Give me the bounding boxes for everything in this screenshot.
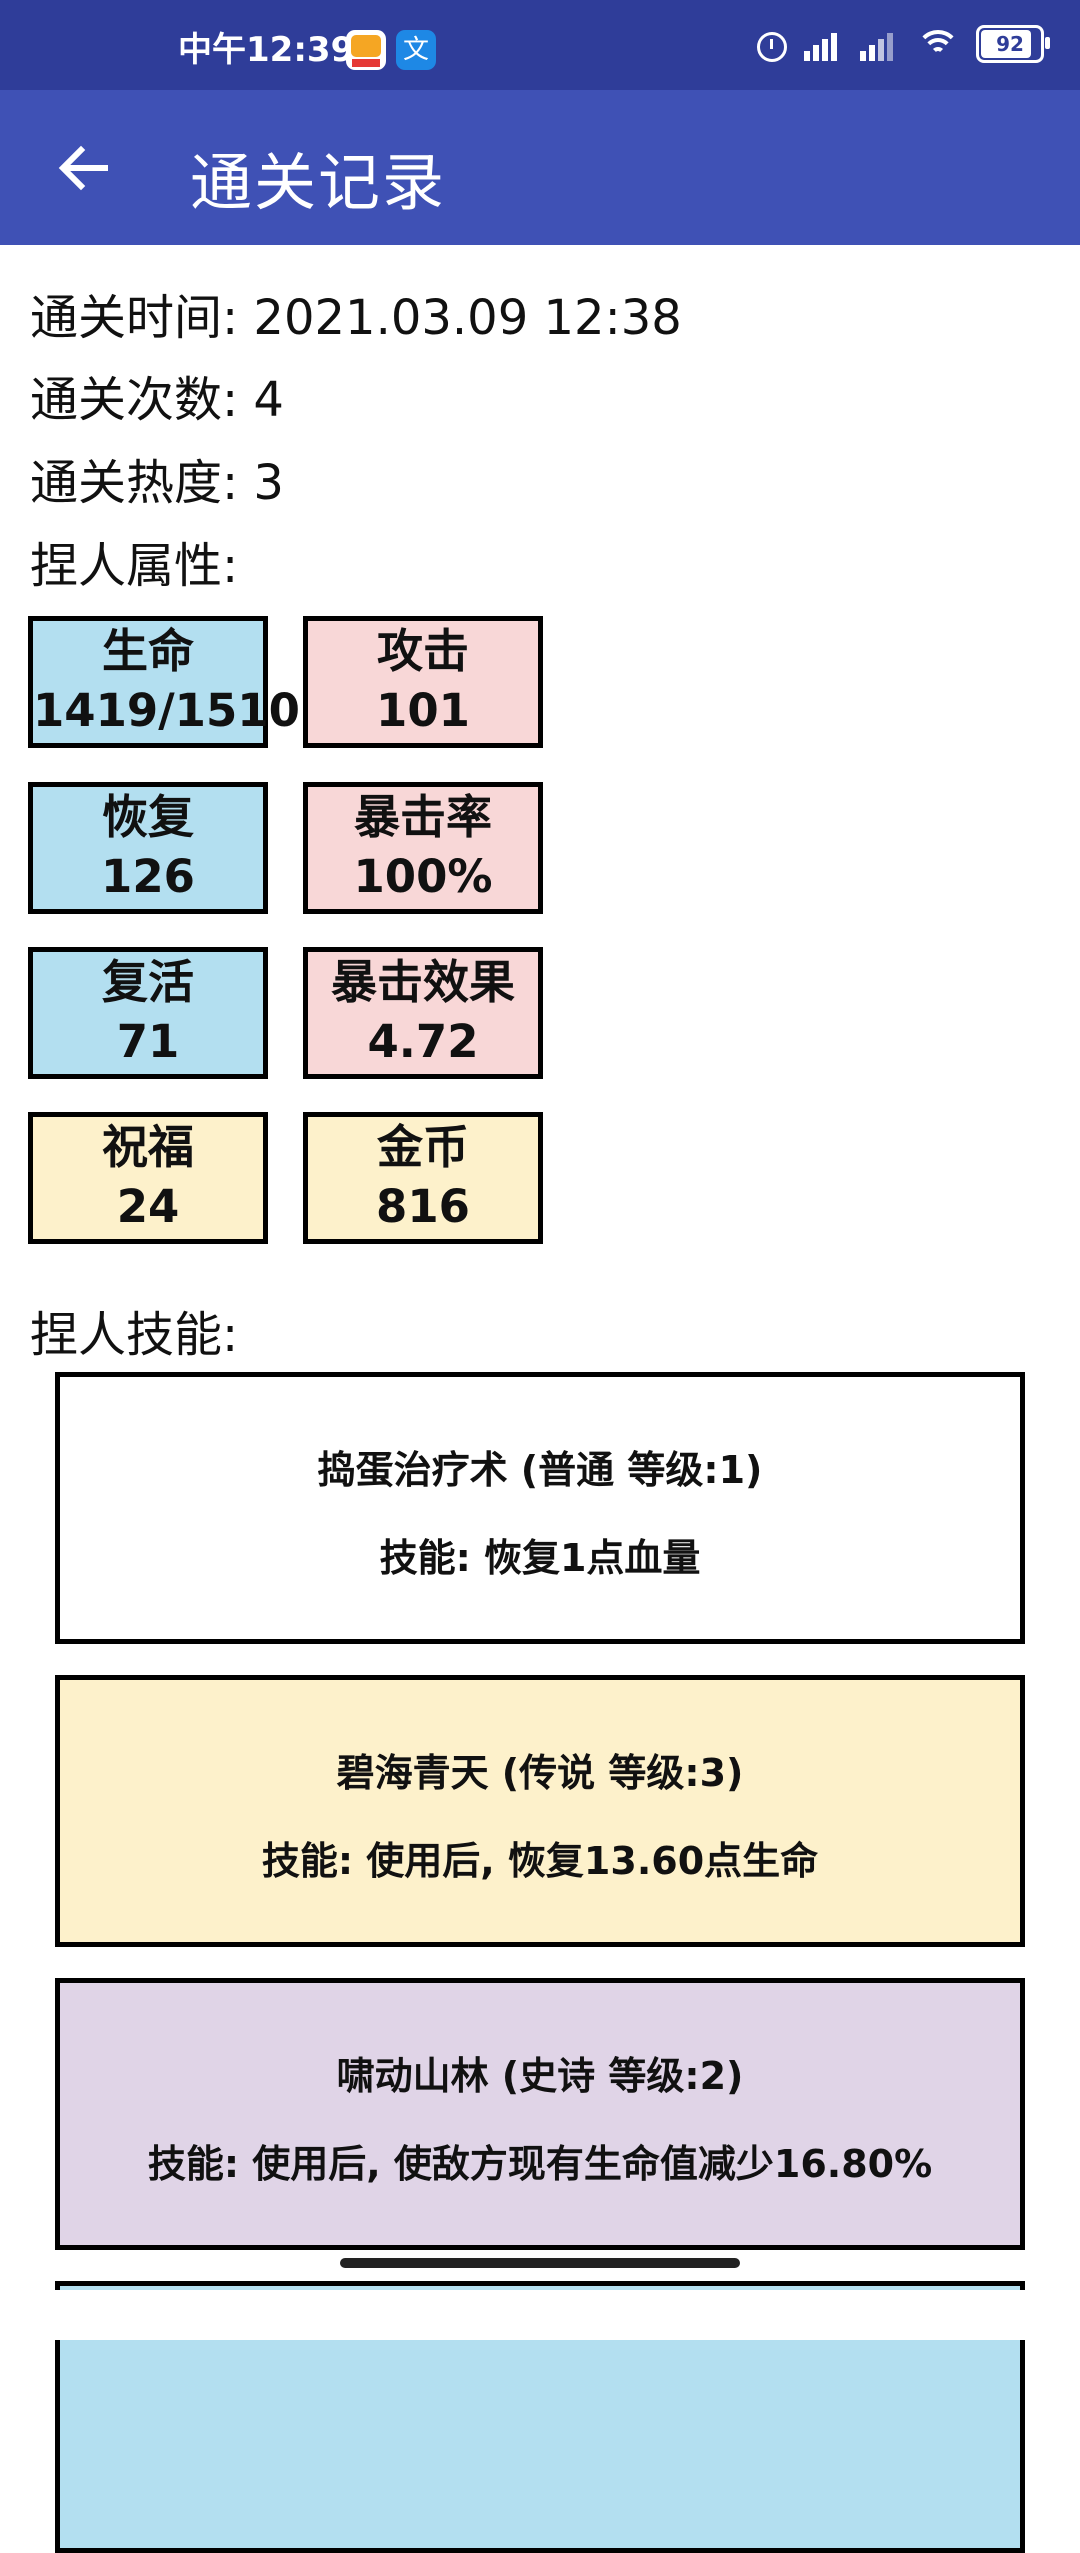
stat-crit-rate: 暴击率 100% (303, 782, 543, 914)
battery-icon: 92 (976, 25, 1050, 63)
battery-level: 92 (996, 32, 1024, 56)
skill-card: 啸动山林 (史诗 等级:2) 技能: 使用后, 使敌方现有生命值减少16.80% (55, 1978, 1025, 2250)
skill-desc: 技能: 使用后, 恢复13.60点生命 (261, 1839, 819, 1883)
video-app-icon (346, 30, 386, 70)
status-time: 中午12:39 (178, 30, 355, 70)
skill-card: 捣蛋治疗术 (普通 等级:1) 技能: 恢复1点血量 (55, 1372, 1025, 1644)
stat-value: 71 (116, 1015, 180, 1068)
stat-label: 攻击 (377, 624, 469, 678)
home-indicator[interactable] (340, 2258, 740, 2268)
arrow-left-icon (58, 145, 108, 191)
attributes-label: 捏人属性: (30, 538, 239, 594)
status-indicators: 92 (754, 22, 1050, 66)
stat-value: 24 (116, 1180, 180, 1233)
status-bar: 中午12:39 文 92 (0, 0, 1080, 90)
clear-heat: 通关热度: 3 (30, 455, 284, 511)
stat-label: 暴击效果 (331, 955, 515, 1009)
skill-desc: 技能: 恢复1点血量 (379, 1536, 701, 1580)
back-button[interactable] (38, 128, 128, 208)
clear-count: 通关次数: 4 (30, 372, 284, 428)
skill-name: 捣蛋治疗术 (普通 等级:1) (317, 1448, 763, 1492)
clear-time: 通关时间: 2021.03.09 12:38 (30, 290, 682, 346)
signal-roaming-icon (860, 27, 900, 61)
translate-app-icon: 文 (396, 30, 436, 70)
stat-value: 1419/1510 (33, 684, 300, 737)
stat-crit-effect: 暴击效果 4.72 (303, 947, 543, 1079)
app-bar: 通关记录 (0, 90, 1080, 245)
stat-label: 暴击率 (354, 790, 492, 844)
nav-bar-background (0, 2290, 1080, 2340)
skill-card: 碧海青天 (传说 等级:3) 技能: 使用后, 恢复13.60点生命 (55, 1675, 1025, 1947)
stat-label: 金币 (377, 1120, 469, 1174)
stat-label: 祝福 (102, 1120, 194, 1174)
skill-name: 碧海青天 (传说 等级:3) (336, 1751, 744, 1795)
stat-label: 复活 (102, 955, 194, 1009)
stat-recovery: 恢复 126 (28, 782, 268, 914)
stat-gold: 金币 816 (303, 1112, 543, 1244)
skill-desc: 技能: 使用后, 使敌方现有生命值减少16.80% (147, 2142, 933, 2186)
skill-name: 啸动山林 (史诗 等级:2) (336, 2054, 744, 2098)
stat-revive: 复活 71 (28, 947, 268, 1079)
stat-hp: 生命 1419/1510 (28, 616, 300, 748)
wifi-icon (916, 26, 960, 62)
stat-value: 126 (101, 850, 195, 903)
alarm-icon (754, 27, 788, 62)
stat-blessing: 祝福 24 (28, 1112, 268, 1244)
skills-label: 捏人技能: (30, 1307, 239, 1363)
stat-label: 生命 (102, 624, 194, 678)
stat-label: 恢复 (102, 790, 194, 844)
stat-attack: 攻击 101 (303, 616, 543, 748)
signal-icon (804, 27, 844, 61)
stat-value: 816 (376, 1180, 470, 1233)
stat-value: 101 (376, 684, 470, 737)
stat-value: 4.72 (367, 1015, 479, 1068)
stat-value: 100% (353, 850, 493, 903)
page-title: 通关记录 (190, 146, 447, 219)
